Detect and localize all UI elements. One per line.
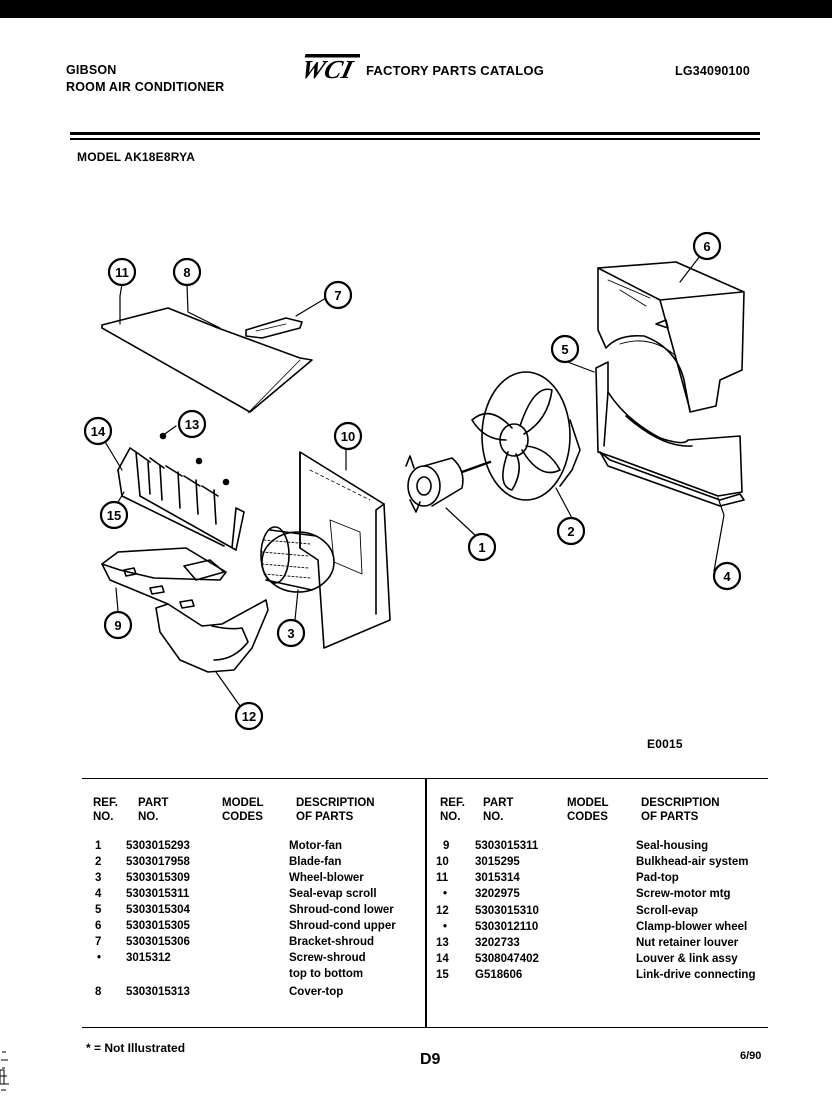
callout-8-label: 8 <box>183 265 190 280</box>
callout-2-label: 2 <box>567 524 574 539</box>
brand-block: GIBSON ROOM AIR CONDITIONER <box>66 62 224 96</box>
callout-11: 11 <box>107 257 137 287</box>
product-name: ROOM AIR CONDITIONER <box>66 80 225 94</box>
callout-8: 8 <box>172 257 202 287</box>
exploded-parts-diagram: 11 8 7 6 5 13 14 10 15 2 1 4 9 3 12 <box>83 231 745 730</box>
callout-4-label: 4 <box>723 569 731 584</box>
callout-9: 9 <box>103 610 133 640</box>
part-top-pad <box>101 307 313 413</box>
callout-1-label: 1 <box>478 540 485 555</box>
part-seal-evap <box>599 451 745 507</box>
callout-11-label: 11 <box>115 265 129 280</box>
callout-5-label: 5 <box>561 342 568 357</box>
scan-edge-marks <box>0 1051 9 1091</box>
callout-13-label: 13 <box>185 417 199 432</box>
logo-letters: WCI <box>298 54 358 82</box>
page-number: D9 <box>420 1051 441 1068</box>
catalog-number: LG34090100 <box>675 64 750 78</box>
callout-12: 12 <box>234 701 264 730</box>
part-bracket-shroud <box>245 317 303 339</box>
scan-top-border <box>0 0 832 18</box>
revision-date: 6/90 <box>740 1050 762 1062</box>
part-shroud-upper <box>597 261 745 413</box>
callout-1: 1 <box>467 532 497 562</box>
callout-3: 3 <box>276 618 306 648</box>
model-number: MODEL AK18E8RYA <box>77 150 196 164</box>
callout-6: 6 <box>692 231 722 261</box>
wci-logo: WCI <box>298 54 360 82</box>
catalog-title: FACTORY PARTS CATALOG <box>366 63 545 78</box>
part-shroud-lower <box>595 361 743 497</box>
parts-table-divider <box>425 778 427 1027</box>
part-fan-blade <box>471 371 581 501</box>
callout-15-label: 15 <box>107 508 121 523</box>
part-louver-assembly <box>117 447 245 551</box>
part-blower-wheel <box>260 526 335 593</box>
header-ref-left: REF.NO. <box>93 797 118 823</box>
callout-9-label: 9 <box>114 618 121 633</box>
callout-7-label: 7 <box>334 288 341 303</box>
callout-14-label: 14 <box>91 424 106 439</box>
callout-4: 4 <box>712 561 742 591</box>
callout-15: 15 <box>99 500 129 530</box>
brand-name: GIBSON <box>66 63 117 77</box>
callout-12-label: 12 <box>242 709 256 724</box>
header-ref-right: REF.NO. <box>440 797 465 823</box>
header-rule-thick <box>70 132 760 135</box>
callout-13: 13 <box>177 409 207 439</box>
callout-3-label: 3 <box>287 626 294 641</box>
callout-14: 14 <box>83 416 113 446</box>
header-rule-thin <box>70 138 760 140</box>
callout-2: 2 <box>556 516 586 546</box>
part-evap-scroll <box>101 563 269 673</box>
part-seal-housing <box>101 547 227 581</box>
callout-5: 5 <box>550 334 580 364</box>
diagram-code: E0015 <box>647 737 683 751</box>
callout-10-label: 10 <box>341 429 355 444</box>
callout-7: 7 <box>323 280 353 310</box>
callout-6-label: 6 <box>703 239 710 254</box>
callout-10: 10 <box>333 421 363 451</box>
part-fan-motor <box>405 455 492 513</box>
not-illustrated-note: * = Not Illustrated <box>86 1041 186 1055</box>
